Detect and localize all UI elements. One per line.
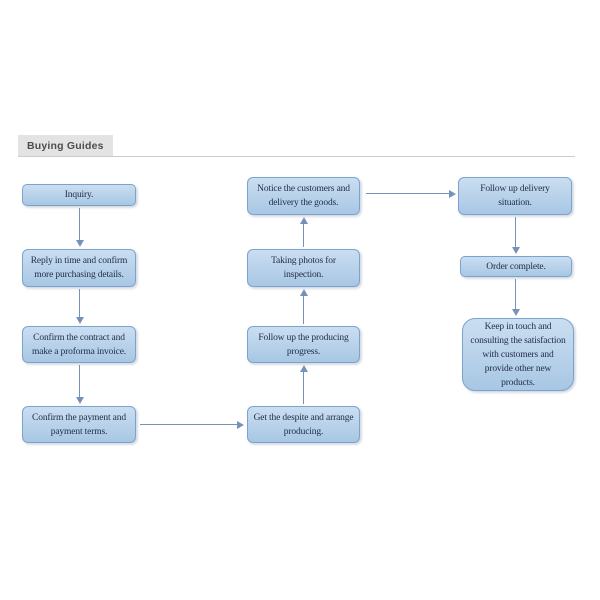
flow-node-follow-delivery: Follow up delivery situation. bbox=[458, 177, 572, 215]
flow-arrow-follow-producing-to-taking-photos bbox=[299, 289, 308, 324]
flow-arrow-notice-customers-to-follow-delivery bbox=[366, 189, 456, 198]
arrow-line bbox=[78, 208, 81, 241]
flow-node-reply-confirm: Reply in time and confirm more purchasin… bbox=[22, 249, 136, 287]
flow-node-keep-in-touch: Keep in touch and consulting the satisfa… bbox=[462, 318, 574, 391]
flow-arrow-confirm-payment-to-get-despite bbox=[140, 420, 244, 429]
flow-node-follow-producing: Follow up the producing progress. bbox=[247, 326, 360, 363]
arrow-line bbox=[302, 223, 305, 247]
flow-node-confirm-contract: Confirm the contract and make a proforma… bbox=[22, 326, 136, 363]
flow-node-order-complete: Order complete. bbox=[460, 256, 572, 277]
arrow-line bbox=[78, 289, 81, 318]
arrowhead-icon bbox=[511, 247, 520, 254]
tab-underline bbox=[18, 156, 575, 157]
tab-label: Buying Guides bbox=[27, 139, 104, 152]
arrowhead-icon bbox=[511, 309, 520, 316]
arrowhead-icon bbox=[449, 189, 456, 198]
arrow-line bbox=[140, 423, 238, 426]
arrowhead-icon bbox=[75, 317, 84, 324]
flow-arrow-reply-confirm-to-confirm-contract bbox=[75, 289, 84, 324]
flow-node-get-despite: Get the despite and arrange producing. bbox=[247, 406, 360, 443]
flow-node-taking-photos: Taking photos for inspection. bbox=[247, 249, 360, 287]
arrow-line bbox=[514, 279, 517, 310]
arrowhead-icon bbox=[299, 217, 308, 224]
flow-arrow-taking-photos-to-notice-customers bbox=[299, 217, 308, 247]
arrowhead-icon bbox=[299, 289, 308, 296]
flow-node-confirm-payment: Confirm the payment and payment terms. bbox=[22, 406, 136, 443]
arrow-line bbox=[302, 295, 305, 324]
flow-arrow-inquiry-to-reply-confirm bbox=[75, 208, 84, 247]
arrowhead-icon bbox=[237, 420, 244, 429]
flow-arrow-confirm-contract-to-confirm-payment bbox=[75, 365, 84, 404]
flow-node-notice-customers: Notice the customers and delivery the go… bbox=[247, 177, 360, 215]
tab-buying-guides[interactable]: Buying Guides bbox=[18, 135, 113, 156]
flow-node-inquiry: Inquiry. bbox=[22, 184, 136, 206]
arrowhead-icon bbox=[75, 397, 84, 404]
arrow-line bbox=[78, 365, 81, 398]
arrow-line bbox=[366, 192, 450, 195]
arrow-line bbox=[302, 371, 305, 404]
arrowhead-icon bbox=[299, 365, 308, 372]
arrow-line bbox=[514, 217, 517, 248]
arrowhead-icon bbox=[75, 240, 84, 247]
flow-arrow-order-complete-to-keep-in-touch bbox=[511, 279, 520, 316]
flow-arrow-follow-delivery-to-order-complete bbox=[511, 217, 520, 254]
flow-arrow-get-despite-to-follow-producing bbox=[299, 365, 308, 404]
